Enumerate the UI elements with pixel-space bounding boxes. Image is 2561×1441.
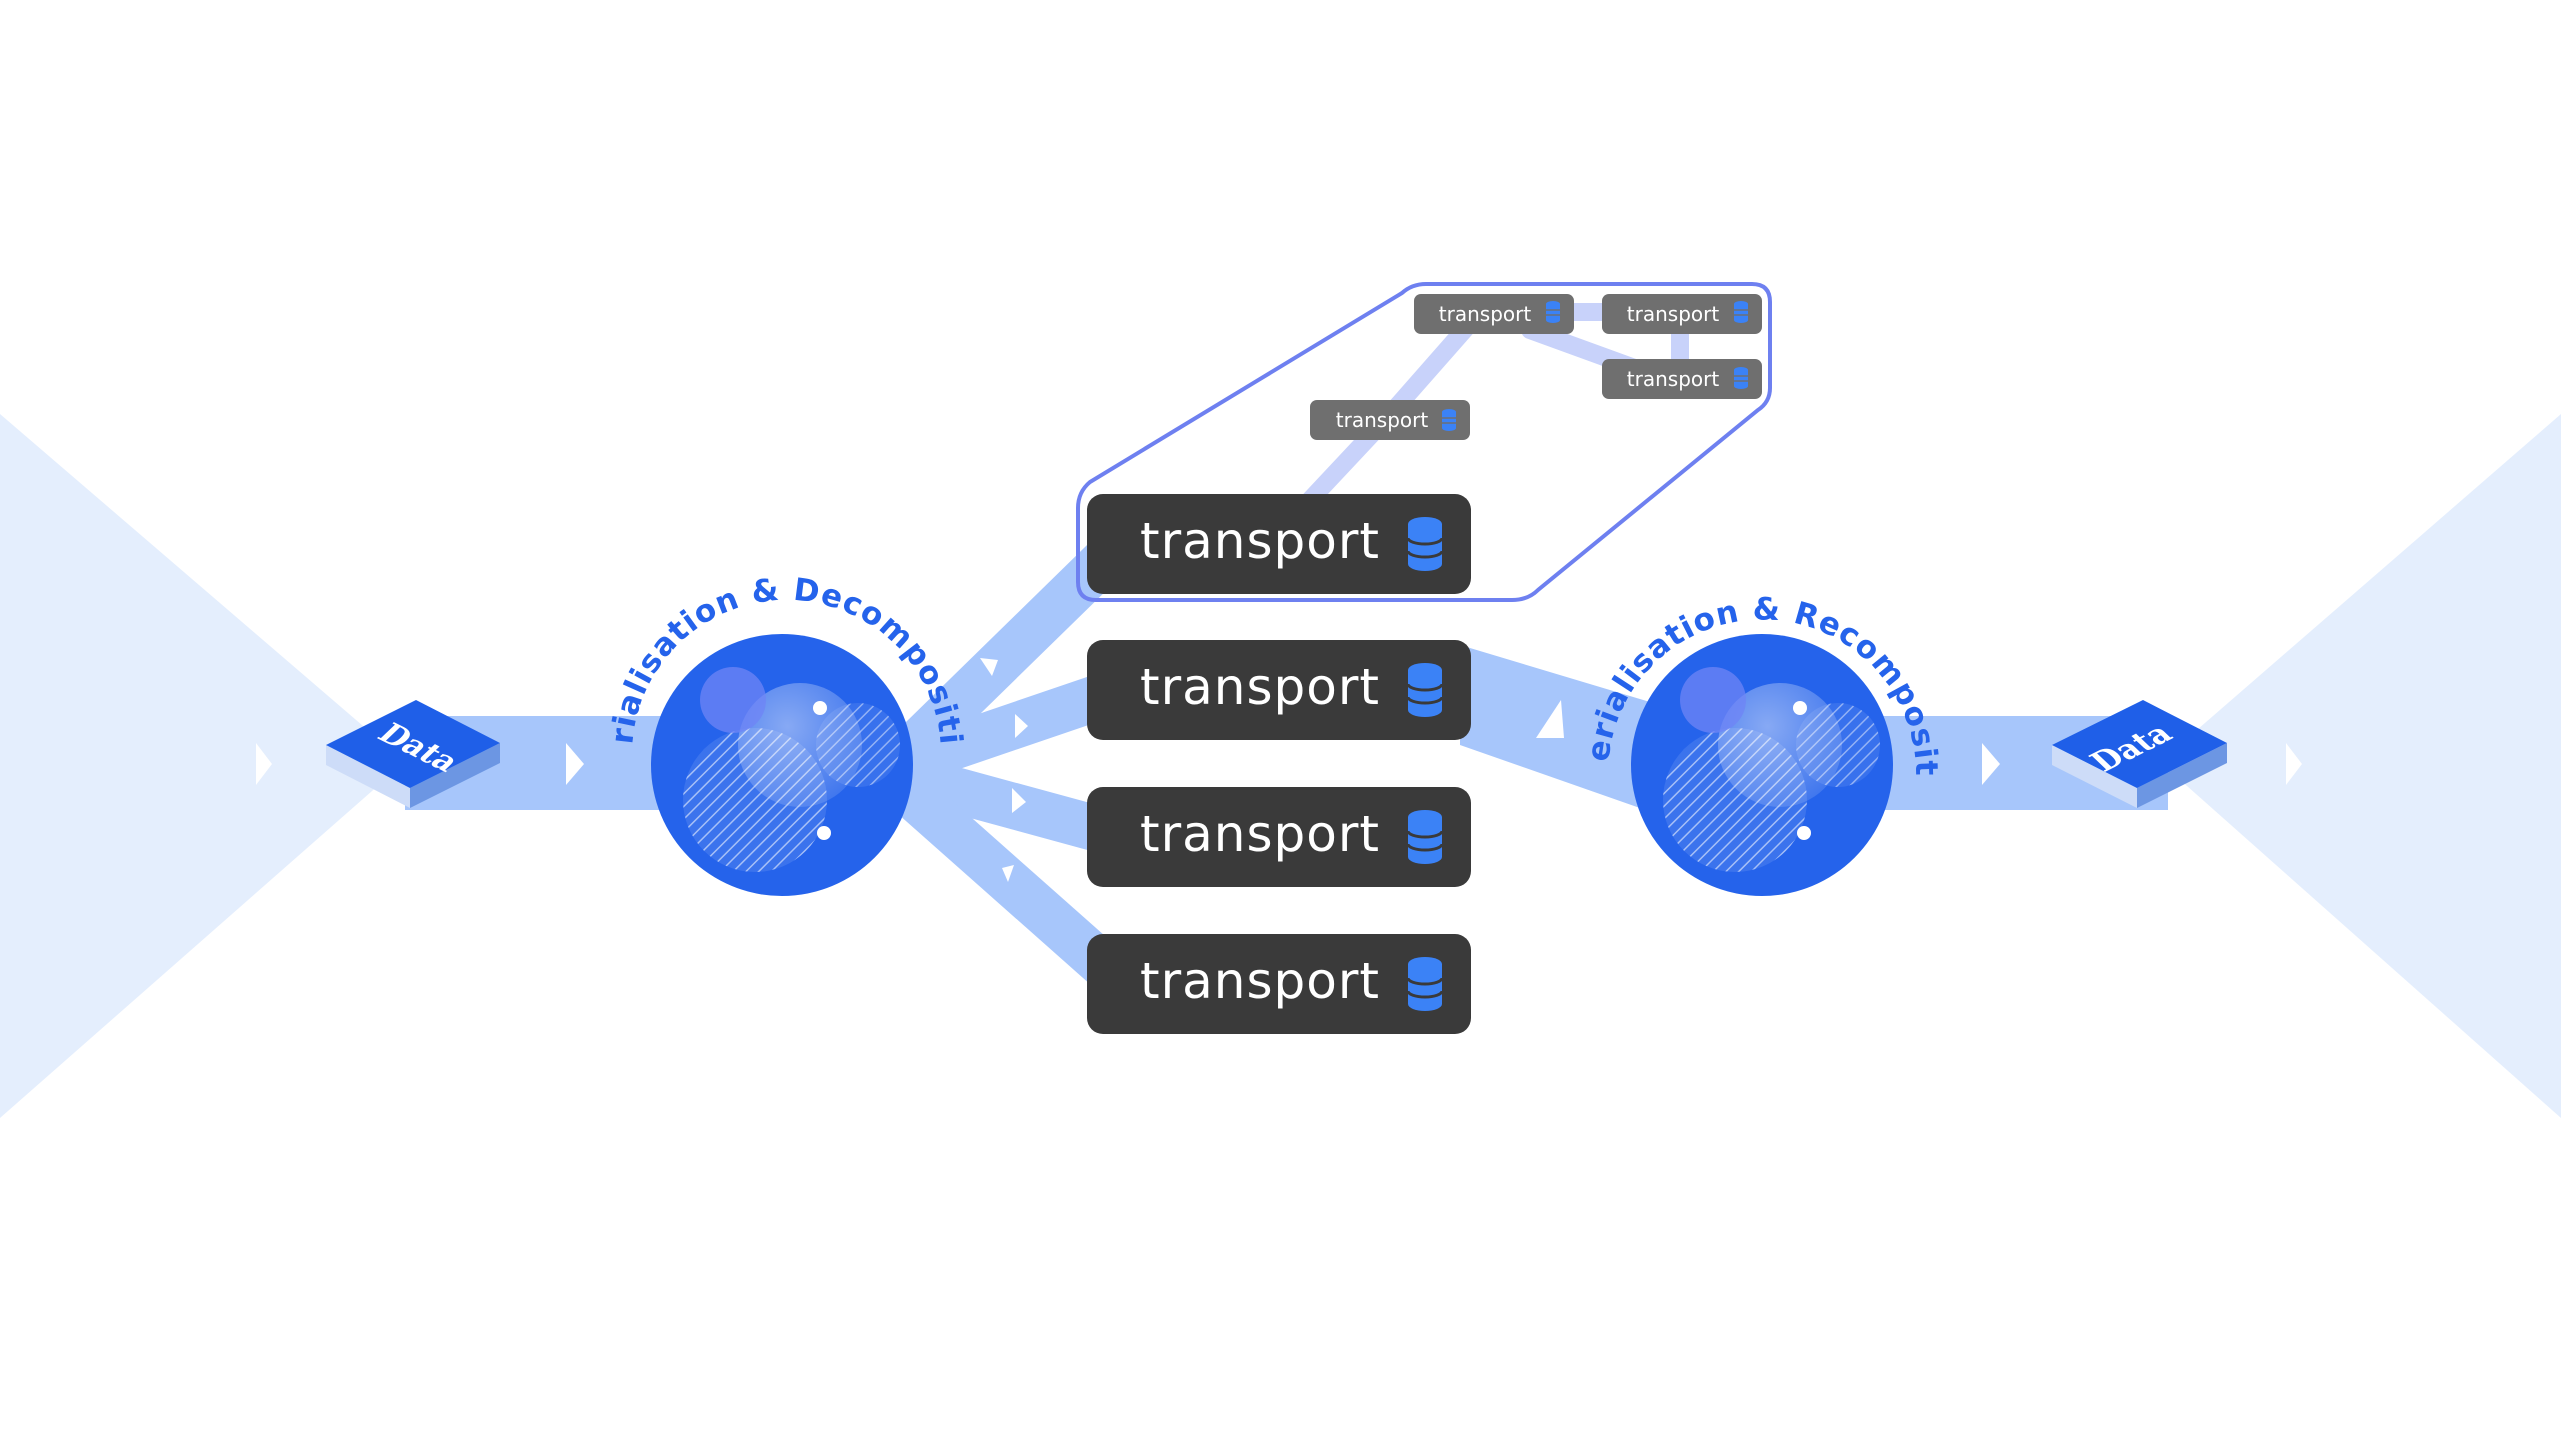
transport-label: transport xyxy=(1140,952,1380,1010)
fanout-pipe-3 xyxy=(893,752,1127,858)
source-data-block: Data xyxy=(326,700,500,808)
database-icon xyxy=(1734,367,1748,389)
transport-4: transport xyxy=(1087,934,1471,1034)
target-data-block: Data xyxy=(2052,700,2227,808)
arrow-icon xyxy=(1536,700,1564,738)
fanout-pipe-1 xyxy=(883,528,1137,777)
flow-arrows xyxy=(256,658,2302,882)
transport-3: transport xyxy=(1087,787,1471,887)
database-icon xyxy=(1406,517,1444,571)
sub-transport-label: transport xyxy=(1439,302,1532,326)
database-icon xyxy=(1734,301,1748,323)
transport-label: transport xyxy=(1140,512,1380,570)
right-cone xyxy=(2160,414,2561,1118)
left-cone xyxy=(0,414,405,1118)
sub-transport-label: transport xyxy=(1627,302,1720,326)
database-icon xyxy=(1406,810,1444,864)
transport-1: transport xyxy=(1087,494,1471,594)
arrow-icon xyxy=(980,658,998,676)
arrow-icon xyxy=(1982,743,2000,785)
arrow-icon xyxy=(1002,865,1014,882)
transport-2: transport xyxy=(1087,640,1471,740)
sub-transport-label: transport xyxy=(1336,408,1429,432)
arrow-icon xyxy=(1012,788,1026,813)
arrow-icon xyxy=(566,743,584,785)
database-icon xyxy=(1546,301,1560,323)
database-icon xyxy=(1442,409,1456,431)
database-icon xyxy=(1406,663,1444,717)
arrow-icon xyxy=(2286,743,2302,785)
arrow-icon xyxy=(1015,714,1028,738)
database-icon xyxy=(1406,957,1444,1011)
fanout-pipe-4 xyxy=(884,767,1136,998)
transport-label: transport xyxy=(1140,805,1380,863)
sub-transport-label: transport xyxy=(1627,367,1720,391)
sub-transport-2: transport xyxy=(1602,294,1762,334)
fanout-pipe-2 xyxy=(892,668,1128,787)
sub-transport-3: transport xyxy=(1602,359,1762,399)
transport-cluster-outline xyxy=(1076,282,1772,602)
sub-transport-4: transport xyxy=(1310,400,1470,440)
sub-transport-1: transport xyxy=(1414,294,1574,334)
arrow-icon xyxy=(256,743,272,785)
transport-label: transport xyxy=(1140,658,1380,716)
